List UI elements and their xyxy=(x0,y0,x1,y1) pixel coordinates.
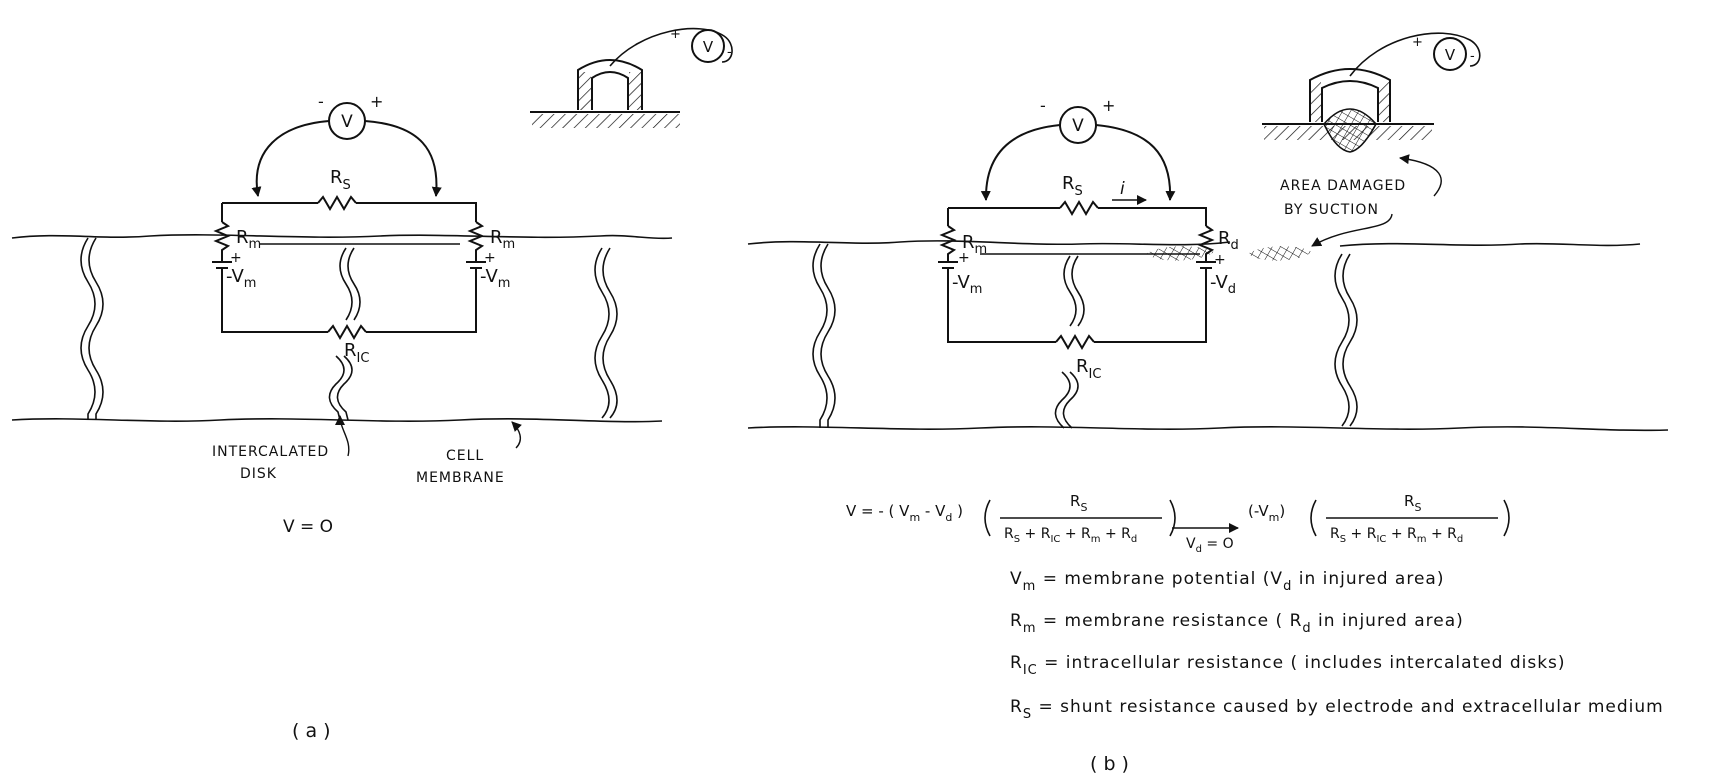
rm-label-b: Rm xyxy=(962,232,987,257)
svg-text:V: V xyxy=(1072,116,1084,136)
rm-left-label: Rm xyxy=(236,227,261,252)
vm-right-label: -Vm xyxy=(480,266,510,291)
rm-right-resistor xyxy=(467,221,485,262)
svg-text:V: V xyxy=(1445,46,1456,64)
damaged-label: AREA DAMAGED xyxy=(1280,178,1406,194)
rm-right-label: Rm xyxy=(490,227,515,252)
svg-text:V = - ( Vm - Vd ): V = - ( Vm - Vd ) xyxy=(846,502,963,524)
svg-text:+: + xyxy=(1214,252,1226,268)
ric-resistor-b xyxy=(1055,334,1095,350)
rm-resistor-b xyxy=(939,225,957,262)
rs-label-b: RS xyxy=(1062,173,1083,199)
cell-membrane-label: CELL xyxy=(446,448,484,464)
svg-text:+: + xyxy=(1102,96,1115,115)
lead-right-a xyxy=(364,120,442,197)
svg-text:+: + xyxy=(958,250,970,266)
svg-text:-: - xyxy=(1040,96,1046,115)
definition-vm: Vm = membrane potential (Vd in injured a… xyxy=(1010,569,1444,594)
cell-membrane-top-b xyxy=(747,240,1231,246)
panel-b xyxy=(747,32,1669,537)
result-a: V = O xyxy=(283,517,333,537)
caption-b: ( b ) xyxy=(1090,753,1129,775)
svg-text:RS + RIC + Rm + Rd: RS + RIC + Rm + Rd xyxy=(1330,526,1463,545)
rs-resistor-b xyxy=(1059,200,1099,216)
cell-membrane-bottom xyxy=(11,418,663,423)
current-label: i xyxy=(1120,179,1125,199)
svg-text:+: + xyxy=(230,250,242,266)
definitions: Vm = membrane potential (Vd in injured a… xyxy=(1010,569,1664,722)
ric-label-a: RIC xyxy=(344,340,369,366)
svg-text:DISK: DISK xyxy=(240,466,277,482)
svg-text:Vd = O: Vd = O xyxy=(1186,536,1234,555)
caption-a: ( a ) xyxy=(292,720,331,742)
svg-text:-: - xyxy=(318,92,324,111)
intercalated-disk-left xyxy=(80,237,104,420)
svg-text:-: - xyxy=(1470,49,1475,64)
ric-label-b: RIC xyxy=(1076,356,1101,382)
ric-resistor-a xyxy=(327,324,367,340)
rd-label: Rd xyxy=(1218,228,1239,253)
damaged-area-2 xyxy=(1248,246,1312,261)
voltmeter-inset-a xyxy=(691,29,725,63)
voltmeter-a-label: V xyxy=(341,112,353,132)
svg-text:+: + xyxy=(370,92,383,111)
vm-left-label: -Vm xyxy=(226,266,256,291)
svg-text:RS + RIC + Rm + Rd: RS + RIC + Rm + Rd xyxy=(1004,526,1137,545)
definition-rm: Rm = membrane resistance ( Rd in injured… xyxy=(1010,611,1464,636)
paren-2-left xyxy=(1310,499,1317,537)
svg-text:RS: RS xyxy=(1404,492,1421,514)
svg-text:MEMBRANE: MEMBRANE xyxy=(416,470,505,486)
definition-rs: RS = shunt resistance caused by electrod… xyxy=(1010,697,1664,722)
rm-left-resistor xyxy=(213,221,231,262)
cell-membrane-top xyxy=(11,234,673,240)
vm-label-b: -Vm xyxy=(952,272,982,297)
svg-text:BY SUCTION: BY SUCTION xyxy=(1284,202,1379,218)
equation: V = - ( Vm - Vd ) RS RS + RIC + Rm + Rd … xyxy=(846,492,1463,555)
rs-label-a: RS xyxy=(330,167,351,193)
lead-left-a xyxy=(251,120,330,197)
intercalated-disk-right xyxy=(594,247,618,419)
intercalated-disk-label: INTERCALATED xyxy=(212,444,329,460)
electrode-inset-a xyxy=(530,27,733,128)
cell-membrane-bottom-b xyxy=(747,426,1669,432)
svg-text:+: + xyxy=(1412,35,1423,50)
electrode-inset-b xyxy=(1262,32,1481,153)
svg-text:+: + xyxy=(484,250,496,266)
vd-label: -Vd xyxy=(1210,272,1236,297)
paren-2-right xyxy=(1503,499,1510,537)
intercalated-disk-center xyxy=(328,247,361,421)
svg-text:(-Vm): (-Vm) xyxy=(1248,502,1285,524)
voltmeter-inset-b xyxy=(1433,37,1467,71)
panel-a xyxy=(11,27,733,457)
rs-resistor-a xyxy=(317,195,357,211)
paren-1-left xyxy=(984,499,991,537)
svg-text:V: V xyxy=(703,38,714,56)
svg-text:+: + xyxy=(670,27,681,42)
svg-text:RS: RS xyxy=(1070,492,1087,514)
definition-ric: RIC = intracellular resistance ( include… xyxy=(1010,653,1566,678)
svg-text:-: - xyxy=(727,45,732,60)
paren-1-right xyxy=(1169,499,1176,537)
damaged-area-1 xyxy=(1146,246,1214,261)
